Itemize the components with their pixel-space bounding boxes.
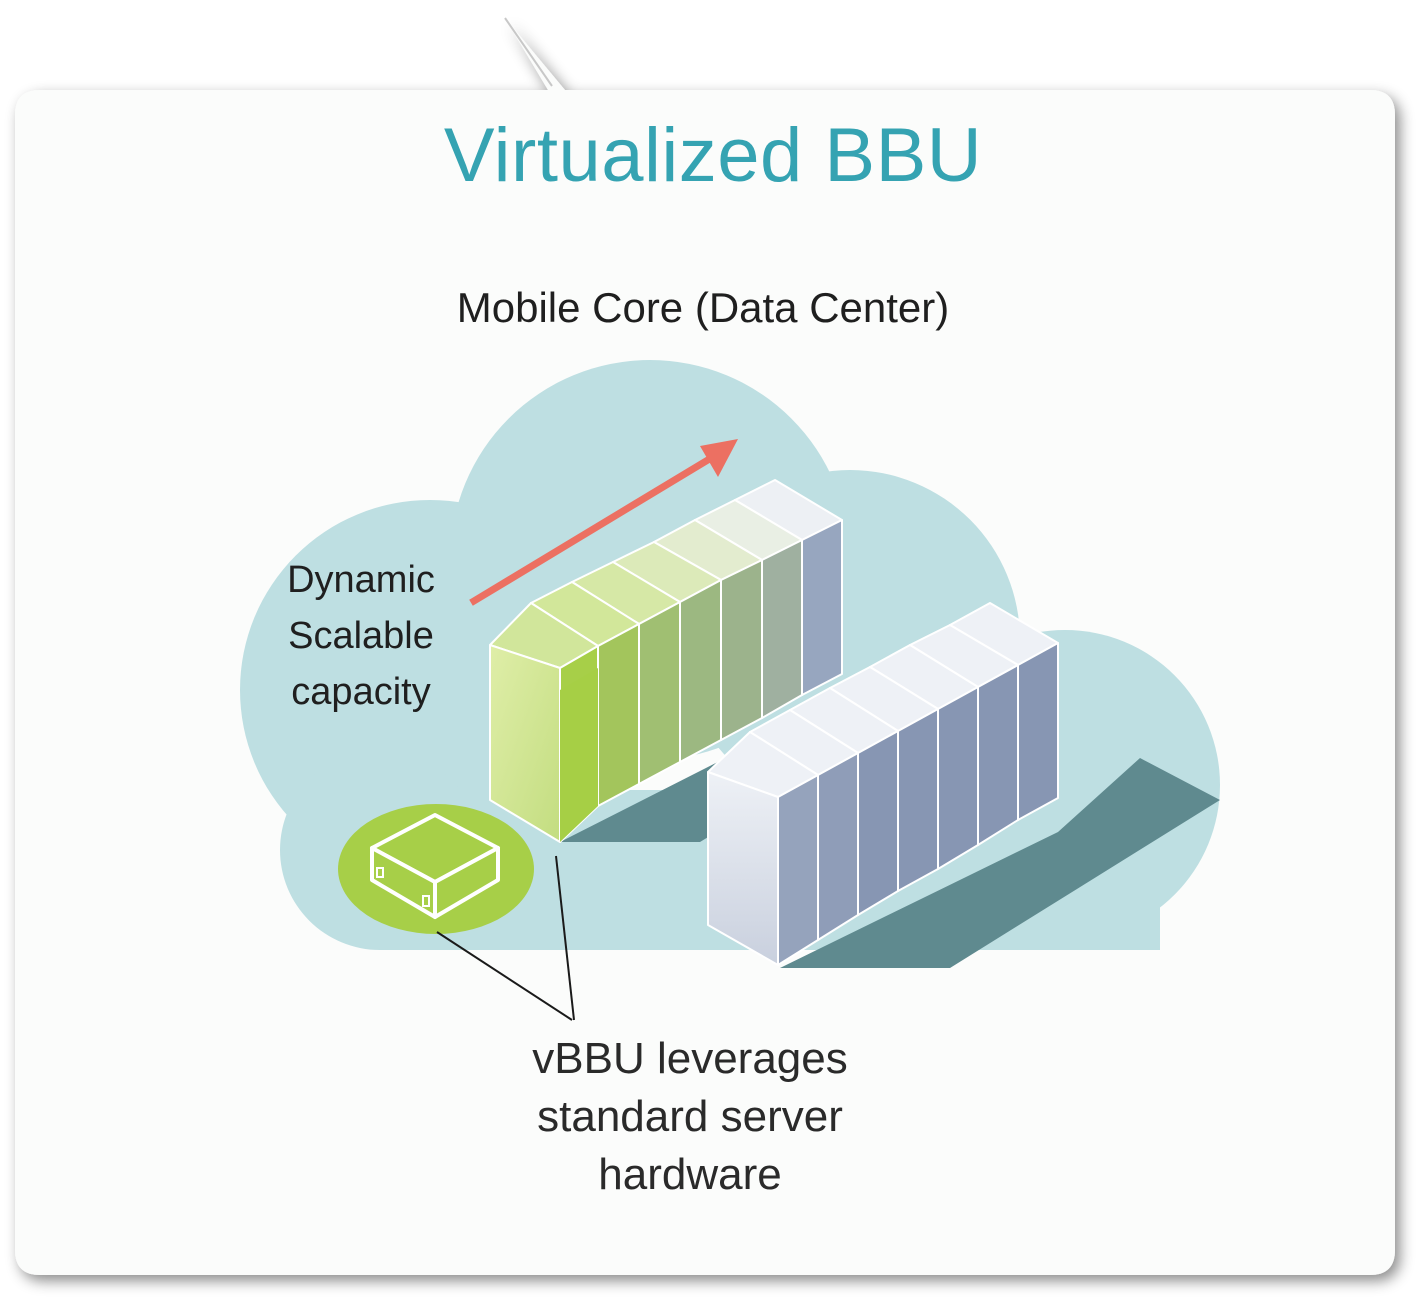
- scalable-server-rack: [489, 479, 843, 843]
- rack-shadow-front: [780, 758, 1220, 968]
- standard-server-rack: [707, 602, 1059, 966]
- card-tab-edge: [504, 17, 553, 87]
- diagram-subtitle: Mobile Core (Data Center): [456, 284, 950, 331]
- vbbu-unit-icon: [338, 804, 534, 934]
- hardware-note: vBBU leverages standard server hardware: [440, 1030, 940, 1204]
- capacity-label-line: Scalable: [288, 615, 434, 657]
- capacity-label-line: capacity: [291, 671, 431, 713]
- hardware-note-line: vBBU leverages: [532, 1034, 848, 1083]
- callout-lines: [436, 855, 575, 1021]
- diagram-title: Virtualized BBU: [443, 113, 983, 198]
- scaling-arrow: [469, 439, 738, 606]
- capacity-label: Dynamic Scalable capacity: [230, 552, 492, 720]
- hardware-note-line: hardware: [598, 1150, 782, 1199]
- capacity-label-line: Dynamic: [287, 559, 435, 601]
- hardware-note-line: standard server: [537, 1092, 843, 1141]
